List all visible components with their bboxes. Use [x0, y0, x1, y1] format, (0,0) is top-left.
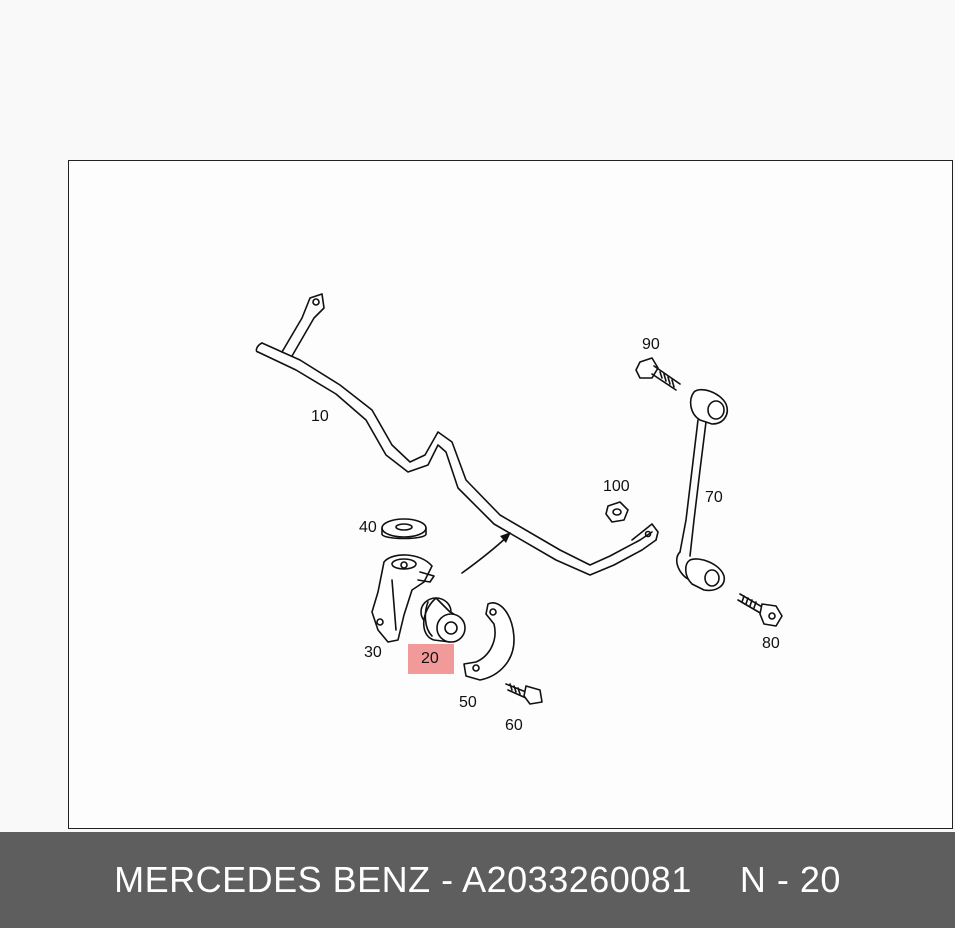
label-part-80: 80	[762, 635, 780, 652]
label-part-60: 60	[505, 717, 523, 734]
highlight-part-20	[408, 644, 454, 674]
bushing-part-20[interactable]	[420, 597, 466, 643]
label-part-50: 50	[459, 694, 477, 711]
diagram-frame	[68, 160, 953, 829]
stabilizer-bar-part-10[interactable]	[255, 293, 659, 576]
label-part-70: 70	[705, 489, 723, 506]
label-part-100: 100	[603, 478, 630, 495]
clamp-part-50[interactable]	[463, 602, 515, 681]
bolt-part-60[interactable]	[505, 683, 543, 705]
label-part-10: 10	[311, 408, 329, 425]
bracket-part-30[interactable]	[371, 554, 435, 643]
brand-part-number: MERCEDES BENZ - A2033260081	[114, 859, 692, 900]
washer-part-40[interactable]	[381, 518, 427, 540]
arrow-head	[500, 532, 511, 543]
label-part-40: 40	[359, 519, 377, 536]
label-part-90: 90	[642, 336, 660, 353]
link-rod-part-70[interactable]	[675, 388, 728, 592]
bolt-part-80[interactable]	[737, 593, 783, 627]
part-info-footer: MERCEDES BENZ - A2033260081 N - 20	[0, 832, 955, 928]
label-part-30: 30	[364, 644, 382, 661]
bolt-part-90[interactable]	[635, 357, 681, 391]
nut-part-100[interactable]	[605, 501, 629, 523]
diagram-position: N - 20	[739, 859, 841, 900]
direction-arrow	[461, 535, 509, 574]
label-part-20: 20	[421, 650, 439, 667]
